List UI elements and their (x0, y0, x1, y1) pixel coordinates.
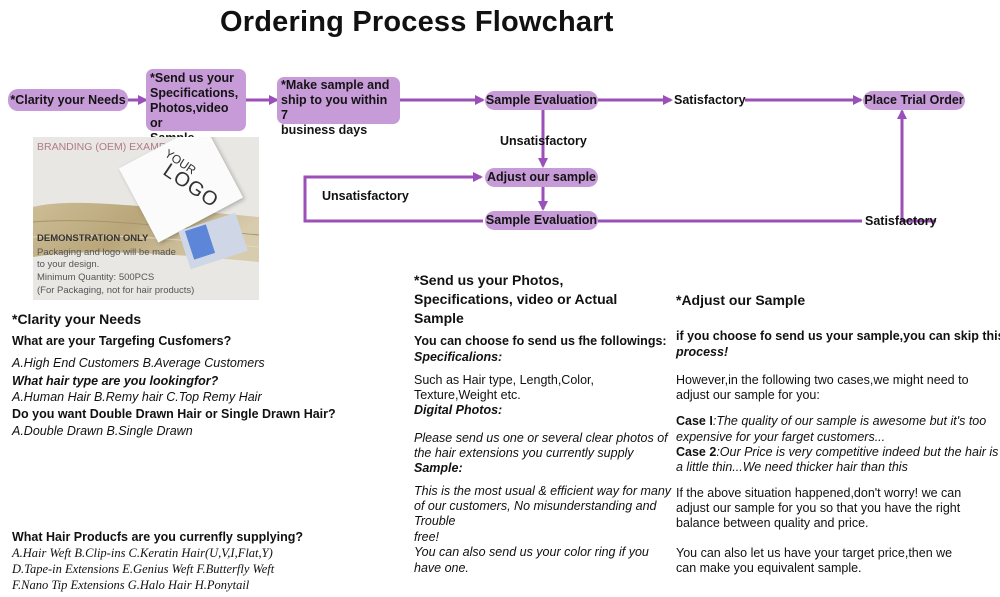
example-caption: (For Packaging, not for hair products) (37, 285, 195, 296)
reassure-text: If the above situation happened,don't wo… (676, 486, 962, 500)
spec-label: Specificalions: (414, 350, 503, 364)
node-make-sample: *Make sample and ship to you within 7 bu… (277, 77, 400, 137)
answer-products: F.Nano Tip Extensions G.Halo Hair H.Pony… (12, 578, 250, 592)
case-2-cont: a little thin...We need thicker hair tha… (676, 460, 908, 474)
answer-drawn: A.Double Drawn B.Single Drawn (12, 424, 193, 438)
question-hair-type: What hair type are you lookingfor? (12, 374, 219, 388)
send-heading: Specifications, video or Actual (414, 291, 618, 307)
photos-text: Please send us one or several clear phot… (414, 431, 668, 445)
send-heading: Sample (414, 310, 464, 326)
cases-intro: However,in the following two cases,we mi… (676, 373, 969, 387)
adjust-intro: if you choose fo send us your sample,you… (676, 329, 1000, 343)
node-sample-evaluation-1: Sample Evaluation (485, 91, 598, 110)
case-2: Case 2:Our Price is very competitive ind… (676, 445, 999, 459)
spec-text: Such as Hair type, Length,Color, (414, 373, 594, 387)
target-price-text: can make you equivalent sample. (676, 561, 862, 575)
target-price-text: You can also let us have your target pri… (676, 546, 953, 560)
label-satisfactory-bottom: Satisfactory (865, 214, 937, 228)
label-unsatisfactory-1: Unsatisfactory (500, 134, 587, 148)
answer-hair-type: A.Human Hair B.Remy hair C.Top Remy Hair (12, 390, 262, 404)
reassure-text: balance between quality and price. (676, 516, 869, 530)
example-heading: BRANDING (OEM) EXAMPLE (37, 141, 179, 153)
send-heading: *Send us your Photos, (414, 272, 564, 288)
example-demo-label: DEMONSTRATION ONLY (37, 233, 149, 244)
adjust-intro: process! (676, 345, 729, 359)
node-adjust-sample: Adjust our sample (485, 168, 598, 187)
spec-text: Texture,Weight etc. (414, 388, 521, 402)
sample-text: of our customers, No misunderstanding an… (414, 499, 657, 513)
answer-customers: A.High End Customers B.Average Customers (12, 356, 265, 370)
node-clarity-needs: *Clarity your Needs (8, 89, 128, 111)
sample-text: Trouble (414, 514, 456, 528)
arrow-satisfactory-up-to-trial (897, 109, 936, 223)
cases-intro: adjust our sample for you: (676, 388, 820, 402)
answer-products: A.Hair Weft B.Clip-ins C.Keratin Hair(U,… (12, 546, 273, 560)
send-intro: You can choose fo send us fhe followings… (414, 334, 667, 348)
sample-text: This is the most usual & efficient way f… (414, 484, 672, 498)
case-1-cont: expensive for your farget customers... (676, 430, 886, 444)
clarity-heading: *Clarity your Needs (12, 311, 142, 327)
question-customers: What are your Targefing Cusfomers? (12, 334, 232, 348)
question-drawn: Do you want Double Drawn Hair or Single … (12, 407, 336, 421)
photos-label: Digital Photos: (414, 403, 503, 417)
answer-products: D.Tape-in Extensions E.Genius Weft F.But… (12, 562, 275, 576)
sample-text: You can also send us your color ring if … (414, 545, 649, 559)
example-caption: Packaging and logo will be made (37, 247, 176, 258)
label-satisfactory-top: Satisfactory (674, 93, 746, 107)
question-products: What Hair Producfs are you currenfly sup… (12, 530, 304, 544)
adjust-heading: *Adjust our Sample (676, 292, 806, 308)
node-send-specifications: *Send us your Specifications, Photos,vid… (146, 69, 246, 145)
case-1: Case I:The quality of our sample is awes… (676, 414, 987, 428)
label-unsatisfactory-2: Unsatisfactory (322, 189, 409, 203)
example-caption: to your design. (37, 259, 100, 270)
sample-label: Sample: (414, 461, 463, 475)
page-title: Ordering Process Flowchart (220, 6, 614, 38)
branding-example-image: BRANDING (OEM) EXAMPLE YOUR LOGO DEMONST… (33, 137, 259, 300)
loop-unsatisfactory (303, 172, 483, 223)
node-sample-evaluation-2: Sample Evaluation (485, 211, 598, 230)
reassure-text: adjust our sample for you so that you ha… (676, 501, 961, 515)
node-place-trial-order: Place Trial Order (863, 91, 965, 110)
photos-text: the hair extensions you currently supply (414, 446, 634, 460)
example-caption: Minimum Quantity: 500PCS (37, 272, 155, 283)
sample-text: free! (414, 530, 440, 544)
sample-text: have one. (414, 561, 469, 575)
